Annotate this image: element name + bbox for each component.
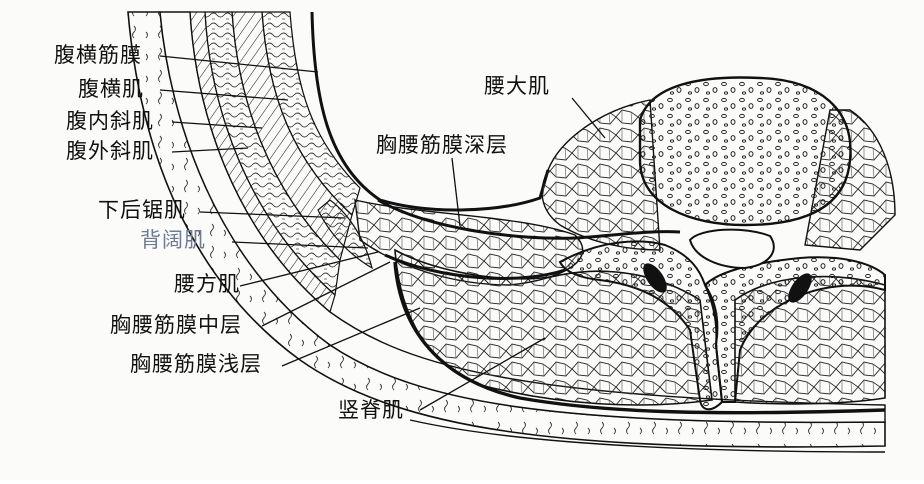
label-transversalis-fascia: 腹横筋膜 [54,43,142,67]
label-external-oblique: 腹外斜肌 [66,139,154,163]
label-internal-oblique: 腹内斜肌 [66,109,154,133]
label-quadratus-lumborum: 腰方肌 [174,272,240,296]
label-serratus-posterior-inferior: 下后锯肌 [98,198,186,222]
label-psoas-major: 腰大肌 [484,74,550,98]
label-tlf-deep-layer: 胸腰筋膜深层 [376,133,508,157]
label-latissimus-dorsi: 背阔肌 [140,228,206,252]
label-transversus-abdominis: 腹横肌 [78,77,144,101]
label-erector-spinae: 竖脊肌 [338,398,404,422]
label-tlf-middle-layer: 胸腰筋膜中层 [110,313,242,337]
label-tlf-superficial-layer: 胸腰筋膜浅层 [130,352,262,376]
